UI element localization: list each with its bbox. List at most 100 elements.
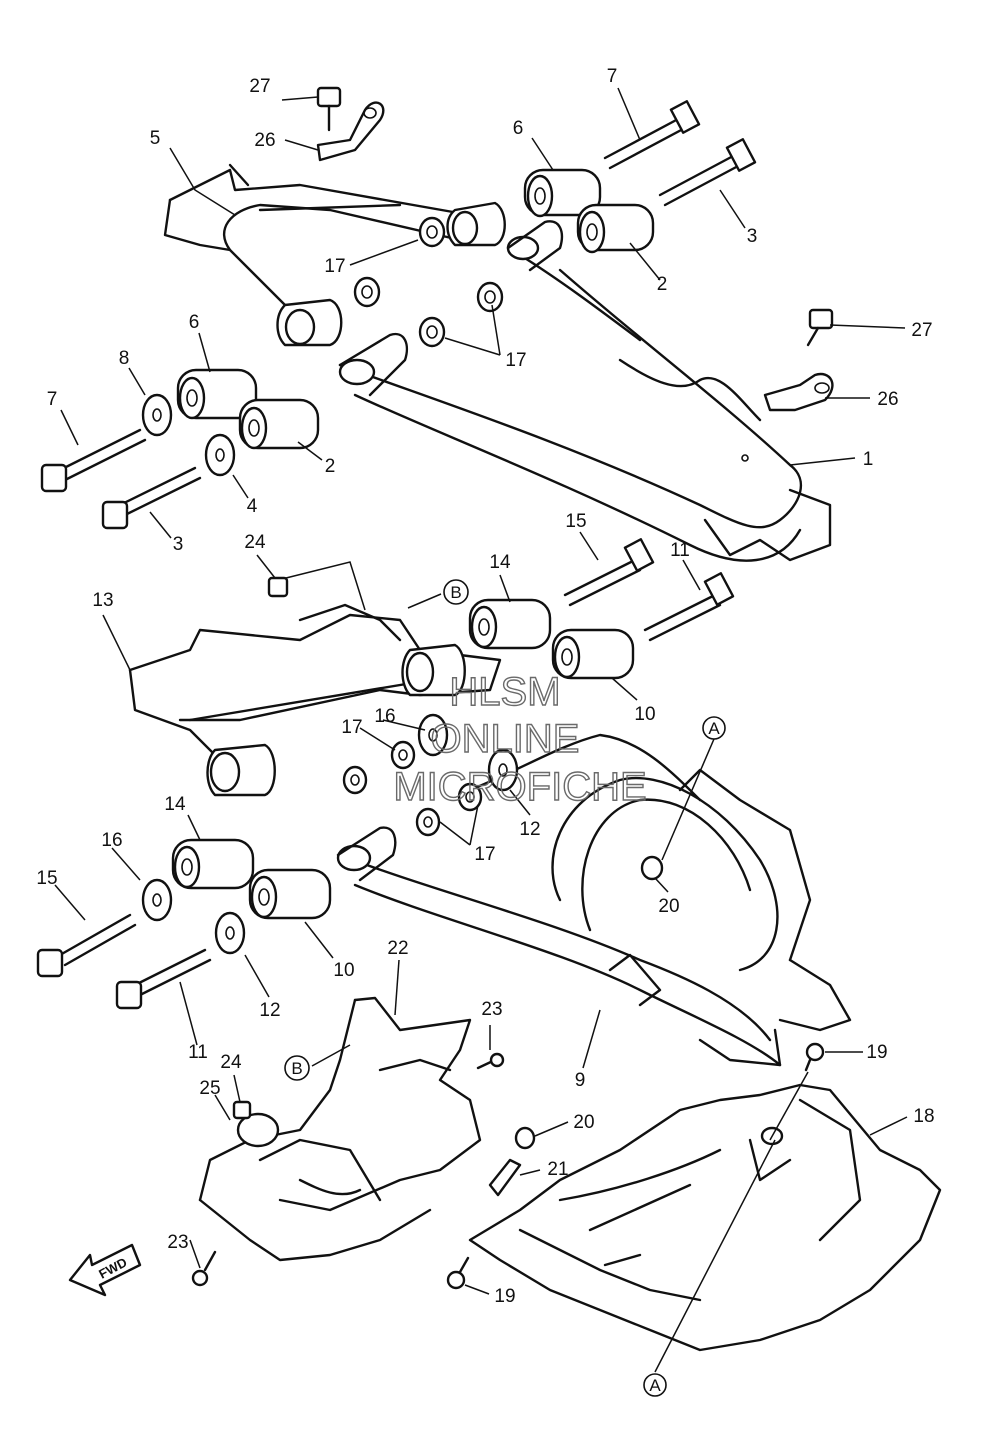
lower-bracket-13: [128, 603, 502, 797]
callout-3: 3: [173, 534, 184, 555]
callout-4: 4: [247, 496, 258, 517]
callout-27: 27: [911, 320, 932, 341]
callout-19: 19: [866, 1042, 887, 1063]
bolt-23-top: [476, 1052, 505, 1070]
svg-text:MICROFICHE: MICROFICHE: [393, 765, 646, 809]
callout-20: 20: [573, 1112, 594, 1133]
nut-24-bottom: [232, 1100, 252, 1120]
callout-10: 10: [634, 704, 655, 725]
bushing-14-lower-right: [468, 598, 552, 650]
bushing-6-upper-left: [176, 368, 258, 420]
callout-14: 14: [489, 552, 511, 573]
bolt-3-upper-right: [658, 138, 757, 207]
callout-15: 15: [565, 511, 586, 532]
callout-7: 7: [47, 389, 58, 410]
bushing-2-upper-right: [576, 203, 655, 254]
nut-17-c: [476, 281, 504, 313]
svg-text:ONLINE: ONLINE: [431, 717, 580, 761]
bolt-19-bottom: [446, 1256, 470, 1290]
bolt-27-top: [316, 86, 342, 132]
bolt-15-lower-right: [563, 538, 655, 607]
nut-24-top: [267, 576, 289, 598]
nut-17-f: [342, 765, 368, 795]
svg-text:HLSM: HLSM: [449, 670, 560, 714]
ref-circle-B-top: B: [443, 579, 469, 605]
callout-10: 10: [333, 960, 354, 981]
callout-8: 8: [119, 348, 130, 369]
callout-26: 26: [254, 130, 275, 151]
callout-22: 22: [387, 938, 408, 959]
upper-arm-1: [338, 220, 832, 562]
leader-lines: [54, 87, 908, 1373]
bushing-10-lower-right: [551, 628, 635, 680]
bushing-14-lower-left: [171, 838, 255, 890]
nut-17-a: [418, 216, 446, 248]
callout-11: 11: [188, 1042, 208, 1063]
clip-26-right: [763, 372, 834, 412]
nut-20-mid: [640, 855, 664, 881]
callout-13: 13: [92, 590, 113, 611]
callout-6: 6: [189, 312, 200, 333]
ref-circle-A-bottom: A: [643, 1373, 667, 1397]
callout-12: 12: [259, 1000, 280, 1021]
ref-circle-A-top: A: [702, 716, 726, 740]
callout-20: 20: [658, 896, 679, 917]
callout-24: 24: [244, 532, 266, 553]
nut-17-e: [390, 740, 416, 770]
callout-14: 14: [164, 794, 186, 815]
svg-text:B: B: [291, 1059, 302, 1078]
bolt-11-lower-right: [643, 572, 735, 642]
bolt-11-lower-left: [115, 948, 212, 1010]
nut-17-d: [418, 316, 446, 348]
bolt-7-upper-right: [603, 100, 701, 170]
nut-20-bottom: [514, 1126, 536, 1150]
nut-17-g: [457, 782, 483, 812]
washer-12-mid: [487, 748, 519, 792]
callout-17: 17: [324, 256, 345, 277]
callout-2: 2: [325, 456, 336, 477]
callout-21: 21: [547, 1159, 568, 1180]
callout-16: 16: [374, 706, 395, 727]
svg-text:B: B: [450, 583, 461, 602]
washer-12-left: [214, 911, 246, 955]
guard-22: [198, 996, 482, 1262]
callout-17: 17: [341, 717, 362, 738]
washer-16-mid: [417, 713, 449, 757]
callout-26: 26: [877, 389, 898, 410]
ref-circle-B-bottom: B: [284, 1055, 310, 1081]
fwd-arrow-icon: FWD: [68, 1243, 142, 1297]
watermark: HLSM ONLINE MICROFICHE: [393, 669, 648, 809]
washer-16-left: [141, 878, 173, 922]
bolt-23-bottom: [191, 1250, 217, 1287]
callout-17: 17: [505, 350, 526, 371]
bolt-19-right: [804, 1042, 825, 1072]
svg-text:A: A: [708, 719, 720, 738]
callout-7: 7: [607, 66, 618, 87]
guard-18: [468, 1083, 942, 1352]
callout-3: 3: [747, 226, 758, 247]
callout-19: 19: [494, 1286, 515, 1307]
callout-2: 2: [657, 274, 668, 295]
callout-23: 23: [167, 1232, 188, 1253]
callout-24: 24: [220, 1052, 242, 1073]
callout-12: 12: [519, 819, 540, 840]
washer-8: [141, 393, 173, 437]
callout-25: 25: [199, 1078, 220, 1099]
bolt-3-upper-left: [101, 466, 202, 530]
callout-1: 1: [863, 449, 874, 470]
clip-26-top: [316, 101, 385, 162]
callout-16: 16: [101, 830, 122, 851]
callout-labels: 27 26 5 7 6 3 17 2 6 8 17 27 26 7 2 1 4 …: [36, 66, 934, 1307]
washer-4: [204, 433, 236, 477]
bolt-15-lower-left: [36, 913, 137, 978]
bushing-2-upper-left: [238, 398, 320, 450]
callout-15: 15: [36, 868, 57, 889]
callout-11: 11: [670, 540, 690, 561]
nut-17-b: [353, 276, 381, 308]
bushing-10-lower-left: [248, 868, 332, 920]
callout-9: 9: [575, 1070, 586, 1091]
strap-21: [488, 1158, 522, 1197]
callout-27: 27: [249, 76, 270, 97]
svg-text:A: A: [649, 1376, 661, 1395]
